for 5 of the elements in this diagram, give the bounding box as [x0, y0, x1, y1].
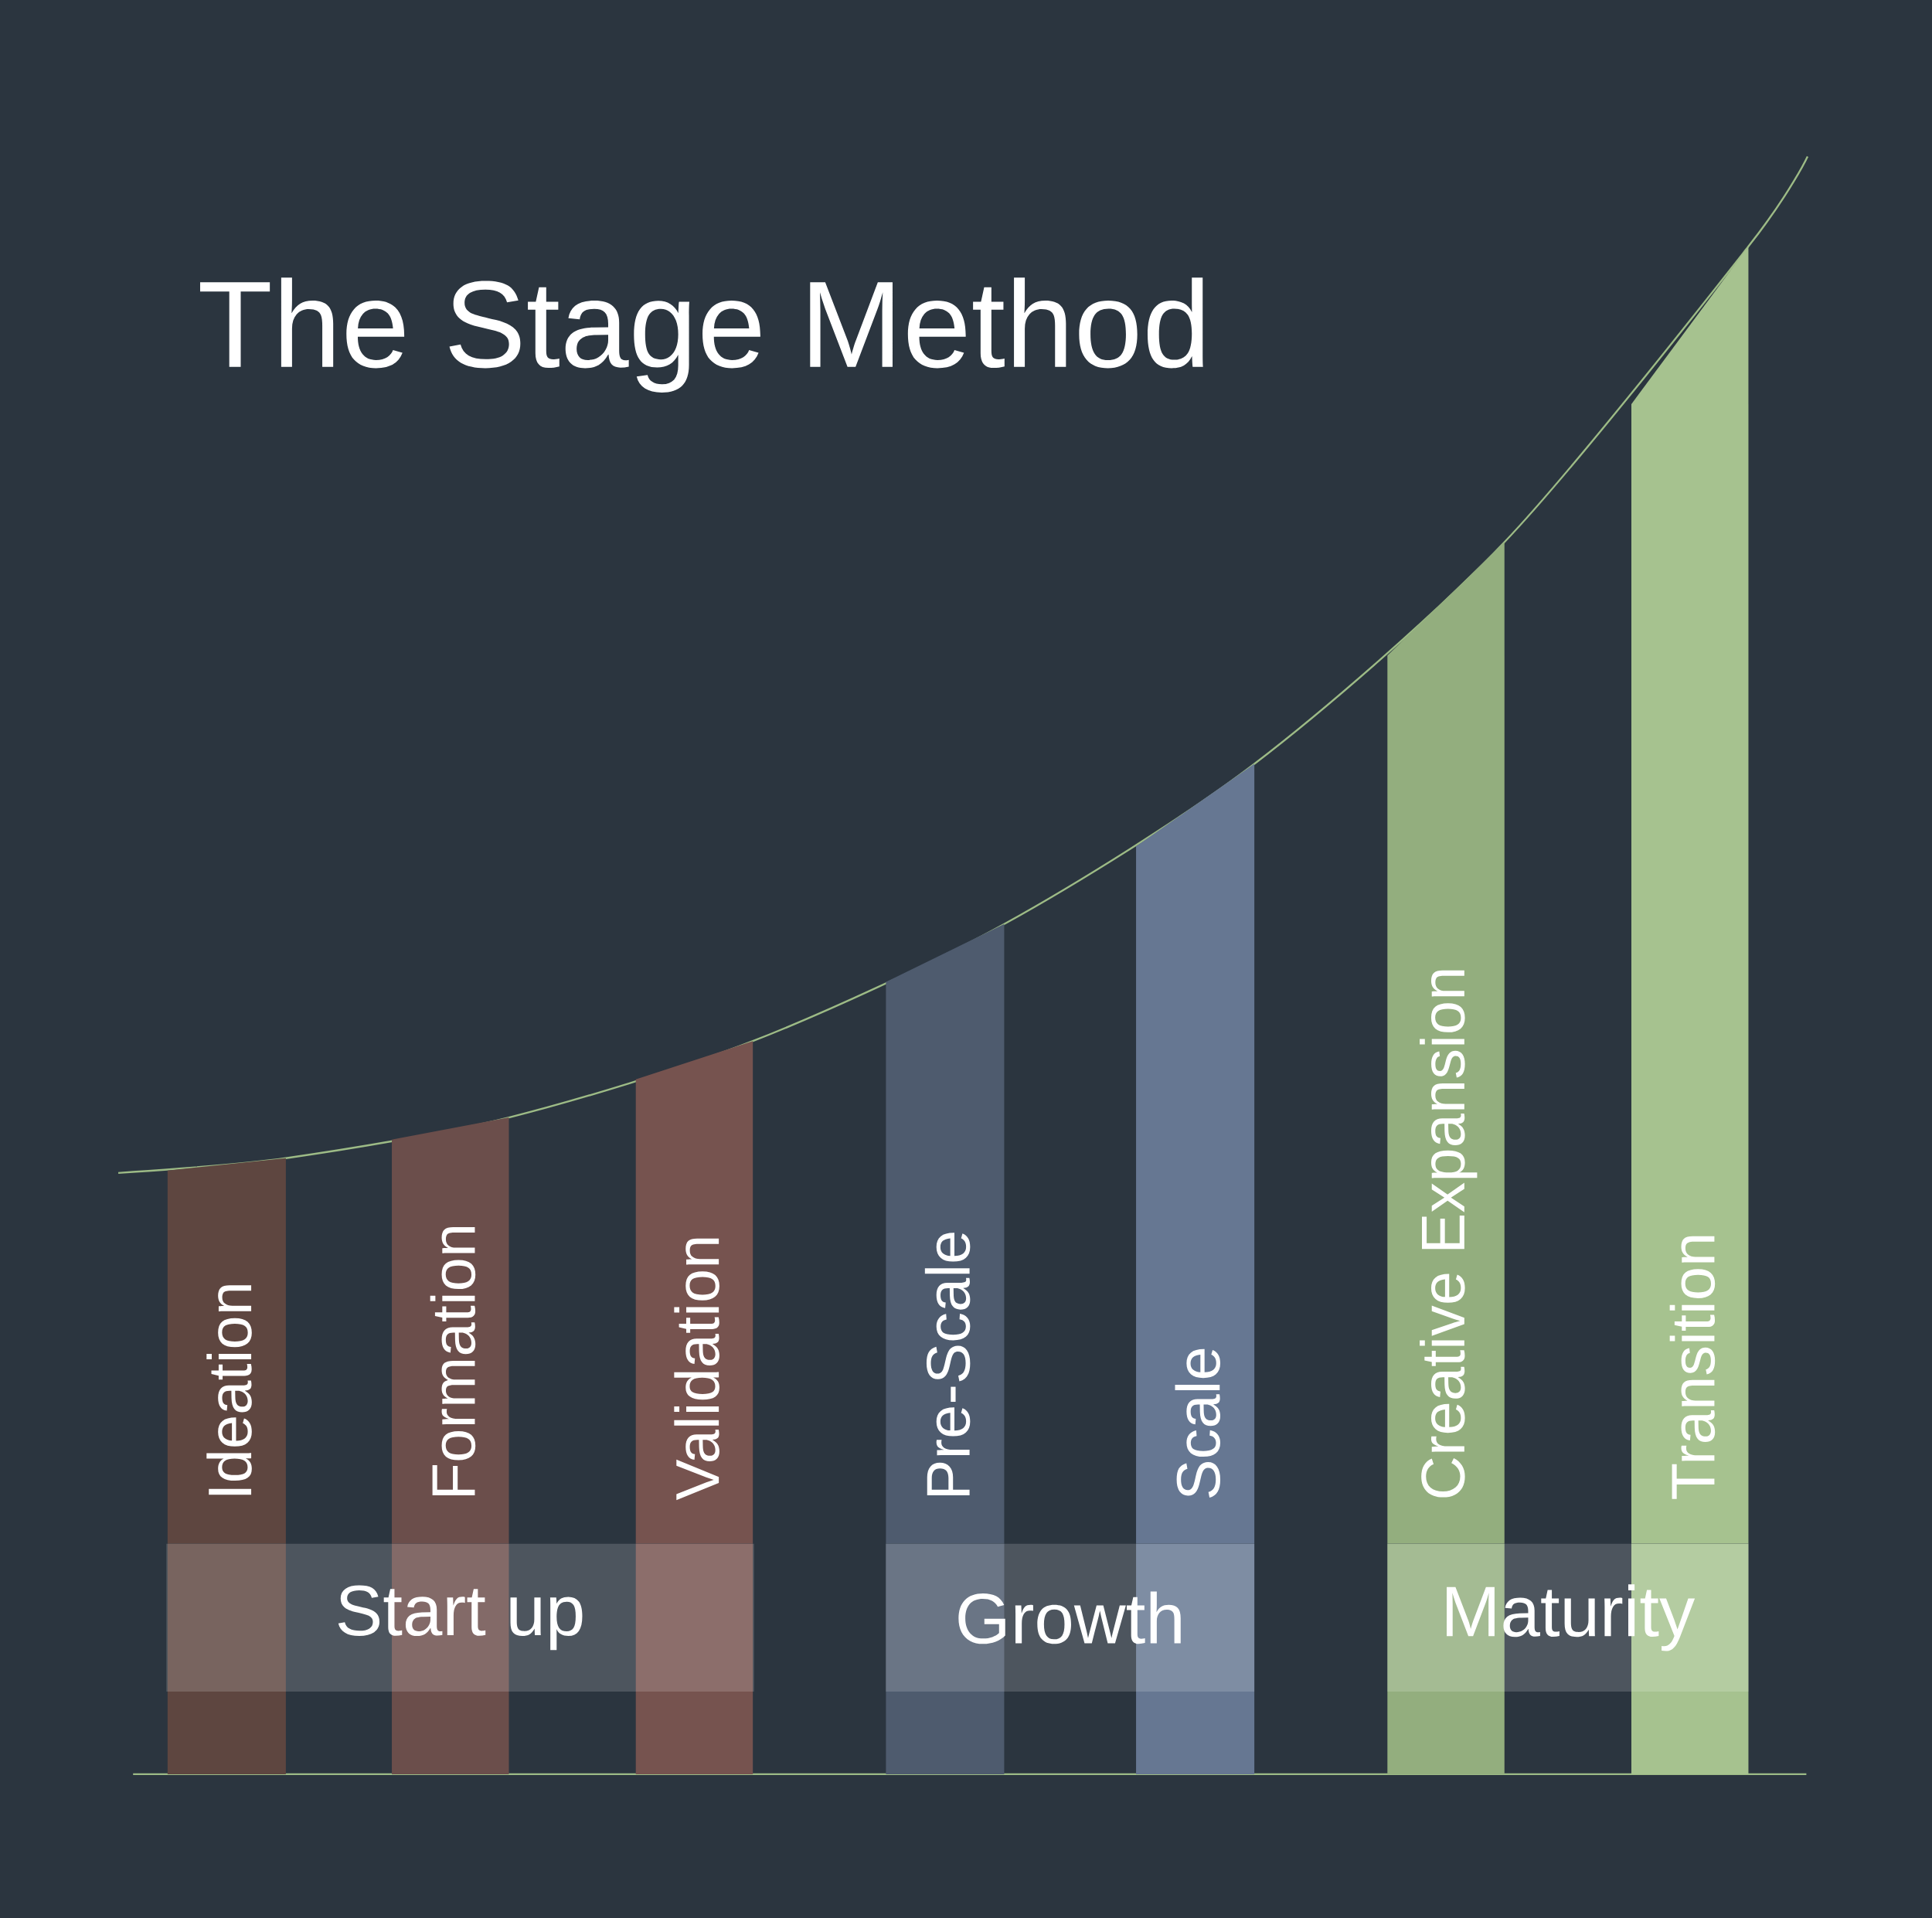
- stage-bar: Ideation: [167, 1158, 286, 1774]
- phase-band: Start up: [166, 1543, 754, 1692]
- stage-bar: Validation: [635, 1041, 753, 1774]
- phase-band: Growth: [886, 1543, 1255, 1692]
- title: The Stage Method: [200, 277, 1203, 393]
